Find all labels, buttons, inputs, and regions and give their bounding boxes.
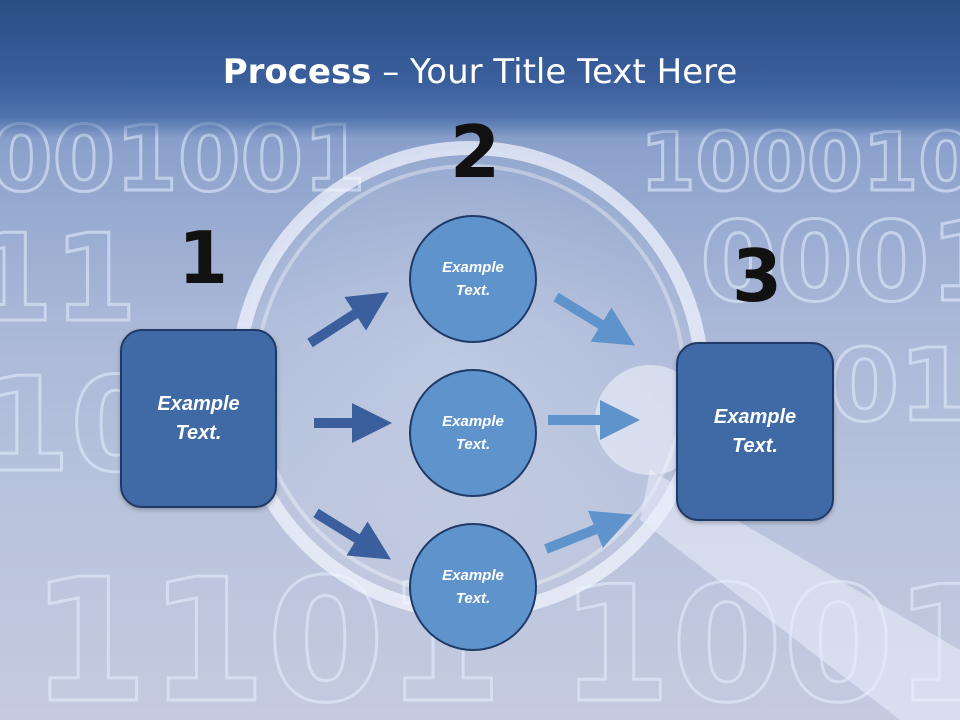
slide-title: Process – Your Title Text Here [0, 52, 960, 92]
svg-text:11: 11 [0, 210, 137, 349]
arrow-step1-to-branch3 [313, 508, 391, 560]
step-3-box[interactable]: Example Text. [676, 342, 834, 521]
branch-3-text: Example Text. [442, 566, 504, 607]
title-bold: Process [222, 52, 372, 92]
svg-text:0001: 0001 [700, 198, 960, 326]
step-number-2: 2 [450, 110, 501, 194]
arrow-branch1-to-step3 [553, 292, 636, 346]
arrow-branch3-to-step3 [544, 510, 633, 554]
branch-circle-3[interactable]: Example Text. [409, 523, 537, 651]
branch-2-text: Example Text. [442, 412, 504, 453]
step-1-box[interactable]: Example Text. [120, 329, 277, 508]
step-number-1: 1 [178, 216, 229, 300]
title-bar [0, 0, 960, 138]
step-3-text: Example Text. [713, 405, 797, 457]
branch-circle-2[interactable]: Example Text. [409, 369, 537, 497]
step-number-3: 3 [732, 234, 783, 318]
arrow-step1-to-branch1 [307, 292, 389, 348]
step-1-text: Example Text. [157, 392, 240, 444]
branch-1-text: Example Text. [442, 258, 504, 299]
title-rest: – Your Title Text Here [371, 52, 738, 92]
branch-circle-1[interactable]: Example Text. [409, 215, 537, 343]
